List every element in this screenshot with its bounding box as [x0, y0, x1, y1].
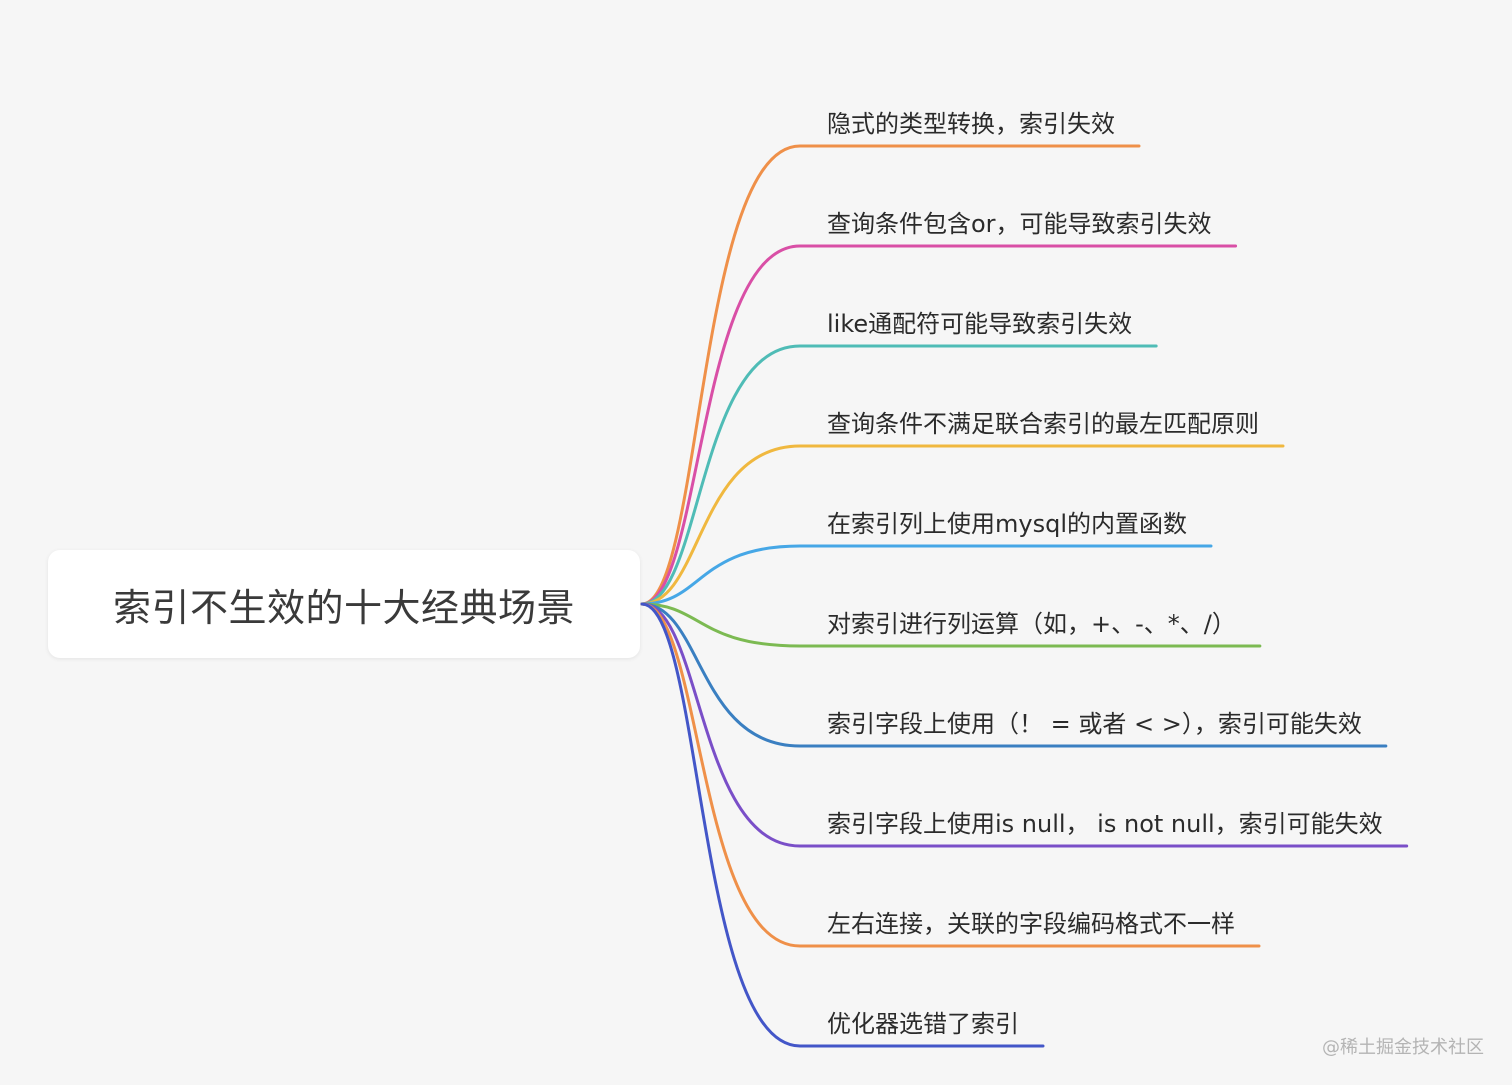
- branch-connector-6: [640, 602, 1262, 648]
- branch-label-7[interactable]: 索引字段上使用（！ = 或者 < >），索引可能失效: [827, 710, 1362, 738]
- branch-label-10[interactable]: 优化器选错了索引: [827, 1010, 1019, 1038]
- branch-label-5[interactable]: 在索引列上使用mysql的内置函数: [827, 510, 1187, 538]
- branch-connector-5: [640, 544, 1213, 606]
- branch-connector-4: [640, 444, 1285, 606]
- branch-connector-3: [640, 344, 1158, 606]
- branch-label-4[interactable]: 查询条件不满足联合索引的最左匹配原则: [827, 410, 1259, 438]
- branch-connector-9: [640, 602, 1261, 948]
- branch-label-8[interactable]: 索引字段上使用is null， is not null，索引可能失效: [827, 810, 1383, 838]
- branch-connector-2: [640, 244, 1238, 606]
- root-title: 索引不生效的十大经典场景: [112, 585, 575, 630]
- branch-label-3[interactable]: like通配符可能导致索引失效: [827, 310, 1133, 338]
- branch-connector-7: [640, 602, 1388, 748]
- branch-label-1[interactable]: 隐式的类型转换，索引失效: [827, 110, 1115, 138]
- branch-label-2[interactable]: 查询条件包含or，可能导致索引失效: [827, 210, 1212, 238]
- branch-connector-10: [640, 602, 1045, 1048]
- branch-connector-8: [640, 602, 1409, 848]
- branch-label-9[interactable]: 左右连接，关联的字段编码格式不一样: [827, 910, 1235, 938]
- branch-connector-1: [640, 144, 1141, 606]
- root-node[interactable]: 索引不生效的十大经典场景: [48, 550, 640, 658]
- watermark: @稀土掘金技术社区: [1322, 1037, 1484, 1058]
- branch-label-6[interactable]: 对索引进行列运算（如，+、-、*、/）: [827, 610, 1236, 638]
